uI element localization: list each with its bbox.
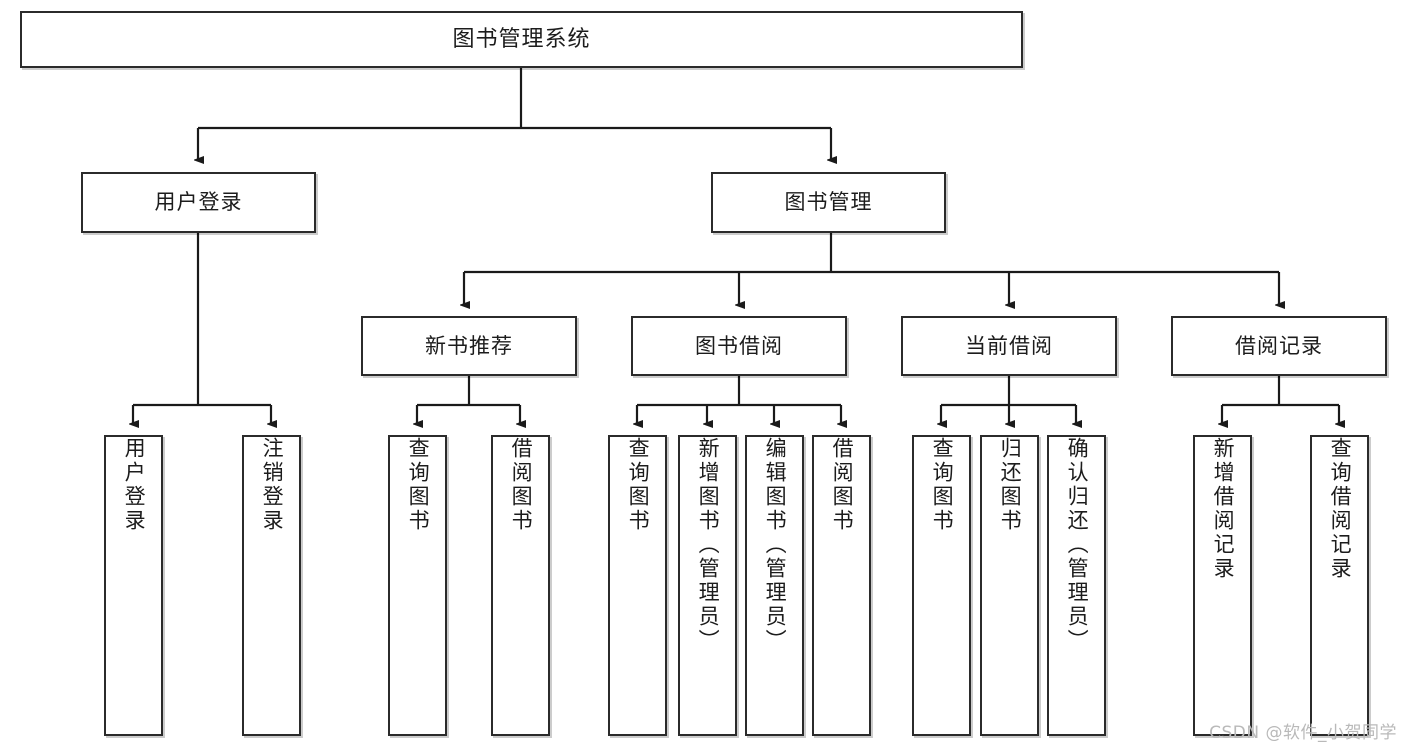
node-label: 查询图书	[406, 437, 431, 533]
node-leaf-add-book[interactable]: 新增图书（管理员）	[678, 435, 737, 736]
node-label: 借阅图书	[509, 437, 534, 533]
node-label: 新增借阅记录	[1211, 437, 1236, 581]
node-leaf-return-book[interactable]: 归还图书	[980, 435, 1039, 736]
node-root-book-management-system[interactable]: 图书管理系统	[20, 11, 1023, 68]
node-leaf-user-logout[interactable]: 注销登录	[242, 435, 301, 736]
watermark: CSDN @软件_小贺同学	[1209, 723, 1397, 743]
node-label: 借阅记录	[1235, 333, 1323, 358]
node-label: 用户登录	[154, 190, 243, 215]
node-leaf-query-record[interactable]: 查询借阅记录	[1310, 435, 1369, 736]
node-leaf-query-book-1[interactable]: 查询图书	[388, 435, 447, 736]
node-label: 查询图书	[626, 437, 651, 533]
node-label: 当前借阅	[965, 333, 1053, 358]
node-label: 图书管理	[784, 190, 873, 215]
node-label: 图书管理系统	[452, 26, 591, 52]
node-label: 查询借阅记录	[1328, 437, 1353, 581]
node-leaf-add-record[interactable]: 新增借阅记录	[1193, 435, 1252, 736]
node-label: 用户登录	[122, 437, 147, 533]
node-leaf-user-login[interactable]: 用户登录	[104, 435, 163, 736]
node-label: 图书借阅	[695, 333, 783, 358]
node-label: 注销登录	[260, 437, 285, 533]
node-label: 归还图书	[998, 437, 1023, 533]
node-label: 确认归还（管理员）	[1065, 437, 1090, 653]
node-label: 查询图书	[930, 437, 955, 533]
node-label: 编辑图书（管理员）	[763, 437, 788, 653]
node-label: 新书推荐	[425, 333, 513, 358]
node-book-borrow[interactable]: 图书借阅	[631, 316, 847, 376]
node-new-book-recommend[interactable]: 新书推荐	[361, 316, 577, 376]
node-book-manage[interactable]: 图书管理	[711, 172, 946, 233]
node-user-login[interactable]: 用户登录	[81, 172, 316, 233]
node-leaf-query-book-3[interactable]: 查询图书	[912, 435, 971, 736]
node-borrow-record[interactable]: 借阅记录	[1171, 316, 1387, 376]
node-label: 新增图书（管理员）	[696, 437, 721, 653]
node-label: 借阅图书	[830, 437, 855, 533]
node-leaf-edit-book[interactable]: 编辑图书（管理员）	[745, 435, 804, 736]
node-leaf-borrow-book-1[interactable]: 借阅图书	[491, 435, 550, 736]
node-leaf-confirm-return[interactable]: 确认归还（管理员）	[1047, 435, 1106, 736]
node-current-borrow[interactable]: 当前借阅	[901, 316, 1117, 376]
node-leaf-query-book-2[interactable]: 查询图书	[608, 435, 667, 736]
node-leaf-borrow-book-2[interactable]: 借阅图书	[812, 435, 871, 736]
